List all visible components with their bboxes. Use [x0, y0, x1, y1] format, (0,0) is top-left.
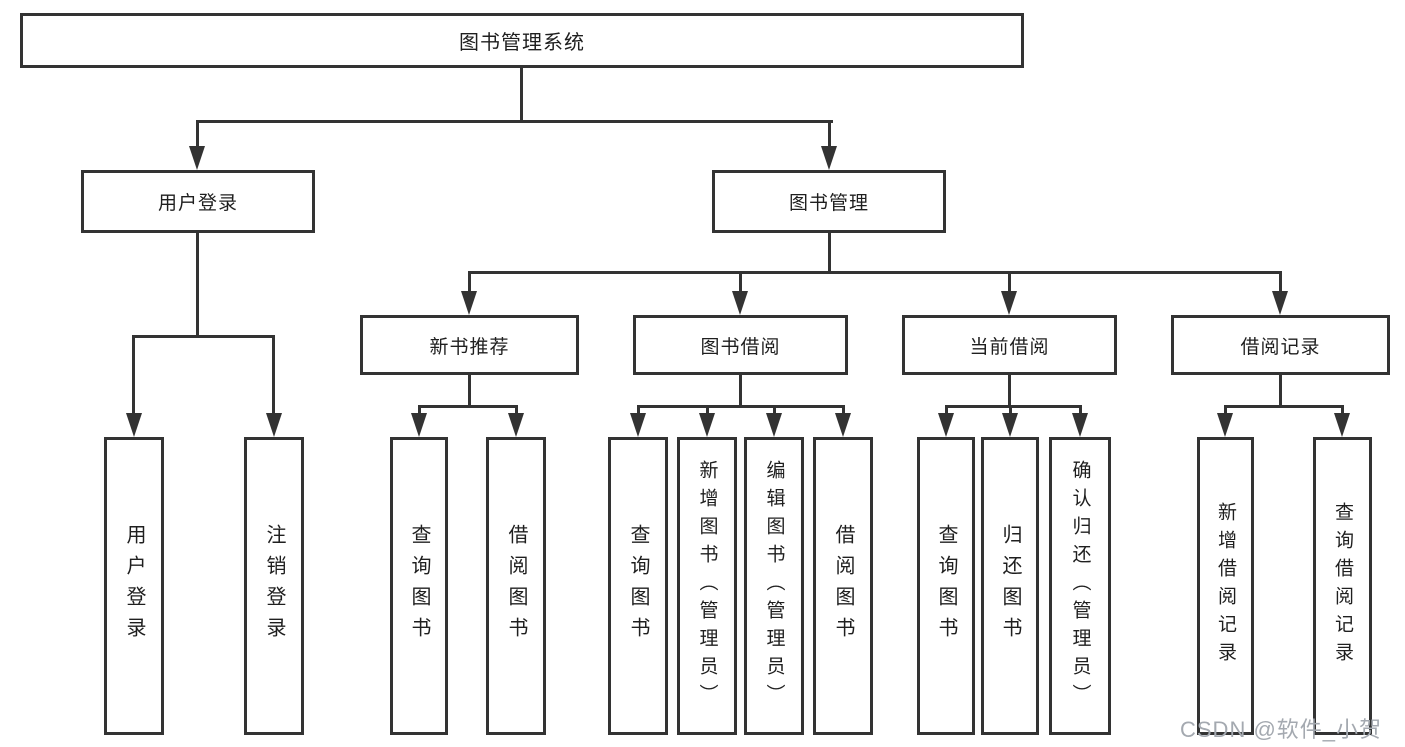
node-book-borrowing: 图书借阅	[633, 315, 848, 375]
connector-line	[945, 405, 1082, 408]
connector-line	[520, 68, 523, 120]
connector-line	[739, 375, 742, 405]
arrow-down	[835, 413, 851, 437]
connector-line	[515, 405, 518, 415]
arrow-down	[1072, 413, 1088, 437]
arrow-down	[508, 413, 524, 437]
leaf-add-borrow-record: 新增借阅记录	[1197, 437, 1254, 735]
arrow-down	[1217, 413, 1233, 437]
arrow-down	[732, 291, 748, 315]
arrow-down	[189, 146, 205, 170]
connector-line	[1079, 405, 1082, 415]
connector-line	[418, 405, 421, 415]
node-user-login: 用户登录	[81, 170, 315, 233]
arrow-down	[411, 413, 427, 437]
arrow-down	[699, 413, 715, 437]
connector-line	[196, 120, 833, 123]
leaf-query-borrow-record: 查询借阅记录	[1313, 437, 1372, 735]
leaf-return-books: 归还图书	[981, 437, 1039, 735]
node-library-management-system: 图书管理系统	[20, 13, 1024, 68]
leaf-user-login: 用户登录	[104, 437, 164, 735]
connector-line	[637, 405, 640, 415]
leaf-query-books-borrow: 查询图书	[608, 437, 668, 735]
connector-line	[828, 120, 831, 148]
arrow-down	[126, 413, 142, 437]
connector-line	[1224, 405, 1344, 408]
arrow-down	[266, 413, 282, 437]
connector-line	[773, 405, 776, 415]
connector-line	[842, 405, 845, 415]
connector-line	[828, 233, 831, 271]
leaf-query-books-recommend: 查询图书	[390, 437, 448, 735]
arrow-down	[766, 413, 782, 437]
connector-line	[1008, 271, 1011, 293]
connector-line	[196, 233, 199, 335]
leaf-borrow-books-recommend: 借阅图书	[486, 437, 546, 735]
leaf-add-book-admin: 新增图书（管理员）	[677, 437, 737, 735]
connector-line	[132, 335, 135, 415]
connector-line	[1009, 405, 1012, 415]
connector-line	[196, 120, 199, 148]
connector-line	[1008, 375, 1011, 405]
connector-line	[1279, 375, 1282, 405]
leaf-query-books-current: 查询图书	[917, 437, 975, 735]
watermark-text: CSDN @软件_小贺同学	[1180, 717, 1383, 742]
connector-line	[739, 271, 742, 293]
node-new-book-recommendation: 新书推荐	[360, 315, 579, 375]
arrow-down	[821, 146, 837, 170]
node-book-management: 图书管理	[712, 170, 946, 233]
connector-line	[706, 405, 709, 415]
connector-line	[418, 405, 518, 408]
arrow-down	[1002, 413, 1018, 437]
connector-line	[1341, 405, 1344, 415]
arrow-down	[1001, 291, 1017, 315]
leaf-confirm-return-admin: 确认归还（管理员）	[1049, 437, 1111, 735]
node-current-borrowing: 当前借阅	[902, 315, 1117, 375]
connector-line	[468, 375, 471, 405]
leaf-logout: 注销登录	[244, 437, 304, 735]
arrow-down	[1272, 291, 1288, 315]
connector-line	[945, 405, 948, 415]
arrow-down	[630, 413, 646, 437]
arrow-down	[938, 413, 954, 437]
connector-line	[637, 405, 845, 408]
arrow-down	[1334, 413, 1350, 437]
connector-line	[468, 271, 1282, 274]
connector-line	[468, 271, 471, 293]
connector-line	[1224, 405, 1227, 415]
leaf-borrow-books-borrow: 借阅图书	[813, 437, 873, 735]
connector-line	[272, 335, 275, 415]
leaf-edit-book-admin: 编辑图书（管理员）	[744, 437, 804, 735]
node-borrowing-records: 借阅记录	[1171, 315, 1390, 375]
arrow-down	[461, 291, 477, 315]
connector-line	[1279, 271, 1282, 293]
connector-line	[132, 335, 274, 338]
